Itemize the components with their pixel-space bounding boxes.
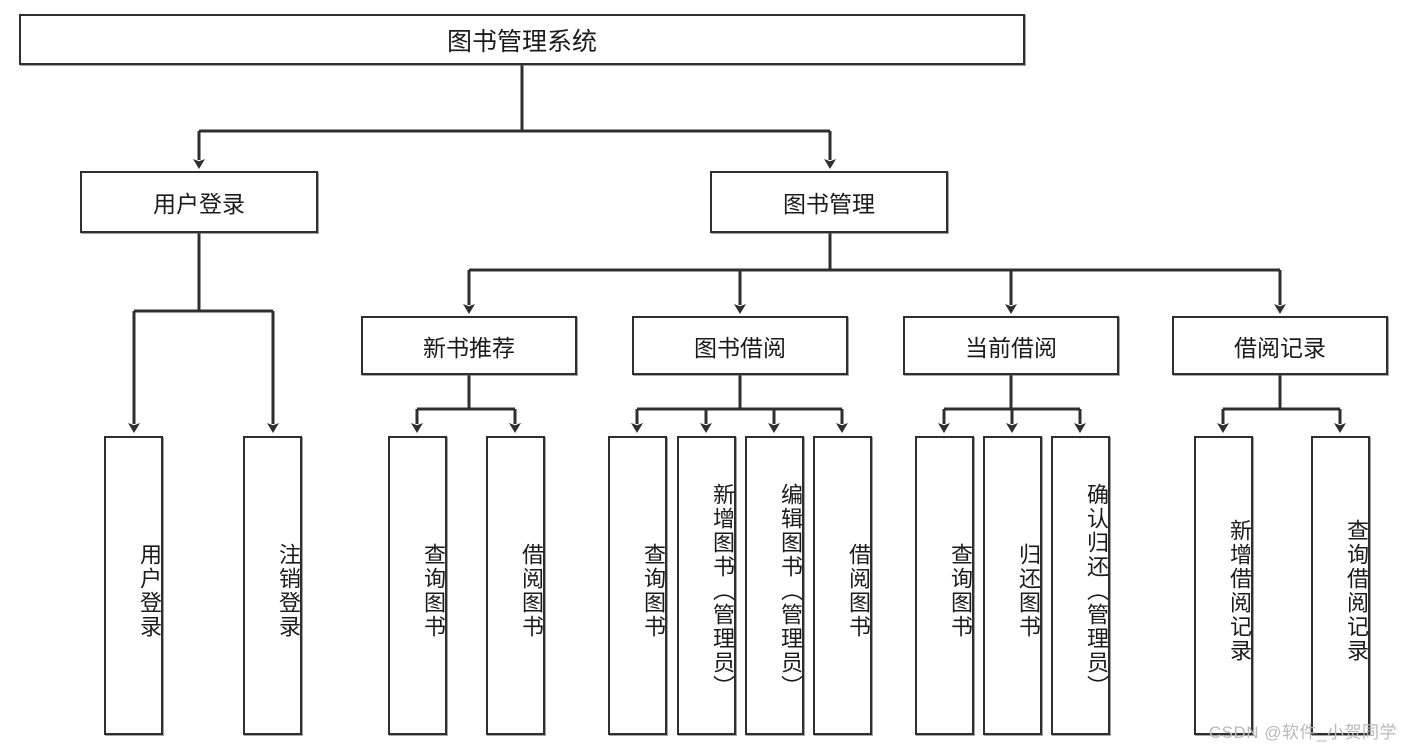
node-label: 编辑图书（管理员） [778,482,803,699]
node-label: 借阅图书 [846,542,871,639]
node-label: 注销登录 [276,542,301,639]
leaf-node[interactable]: 查询借阅记录 [1311,436,1370,735]
node-label: 查询图书 [421,542,446,639]
node-label: 图书借阅 [694,334,786,361]
node-current-borrow[interactable]: 当前借阅 [903,316,1119,375]
leaf-node[interactable]: 借阅图书 [813,436,872,735]
leaf-node[interactable]: 确认归还（管理员） [1051,436,1110,735]
leaf-node[interactable]: 借阅图书 [486,436,545,735]
node-label: 用户登录 [153,191,245,217]
node-label: 归还图书 [1016,542,1041,639]
leaf-node[interactable]: 归还图书 [983,436,1042,735]
node-label: 查询借阅记录 [1344,518,1369,663]
node-label: 确认归还（管理员） [1084,482,1109,699]
node-label: 查询图书 [948,542,973,639]
leaf-node[interactable]: 用户登录 [104,436,163,735]
node-label: 查询图书 [641,542,666,639]
node-book-management[interactable]: 图书管理 [710,171,948,233]
leaf-node[interactable]: 查询图书 [388,436,447,735]
node-label: 新书推荐 [423,334,515,361]
node-root[interactable]: 图书管理系统 [19,14,1025,65]
node-label: 新增借阅记录 [1227,518,1252,663]
leaf-node[interactable]: 注销登录 [243,436,302,735]
leaf-node[interactable]: 查询图书 [915,436,974,735]
leaf-node[interactable]: 新增图书（管理员） [677,436,736,735]
node-label: 用户登录 [137,542,162,639]
node-borrow-records[interactable]: 借阅记录 [1172,316,1388,375]
node-book-borrow[interactable]: 图书借阅 [632,316,848,375]
node-label: 借阅记录 [1234,334,1326,361]
node-label: 当前借阅 [965,334,1057,361]
node-user-login[interactable]: 用户登录 [80,171,318,233]
node-label: 借阅图书 [519,542,544,639]
leaf-node[interactable]: 查询图书 [608,436,667,735]
node-label: 图书管理 [783,191,875,217]
node-new-book-recommend[interactable]: 新书推荐 [361,316,577,375]
node-label: 图书管理系统 [446,27,597,56]
leaf-node[interactable]: 新增借阅记录 [1194,436,1253,735]
node-label: 新增图书（管理员） [710,482,735,699]
leaf-node[interactable]: 编辑图书（管理员） [745,436,804,735]
